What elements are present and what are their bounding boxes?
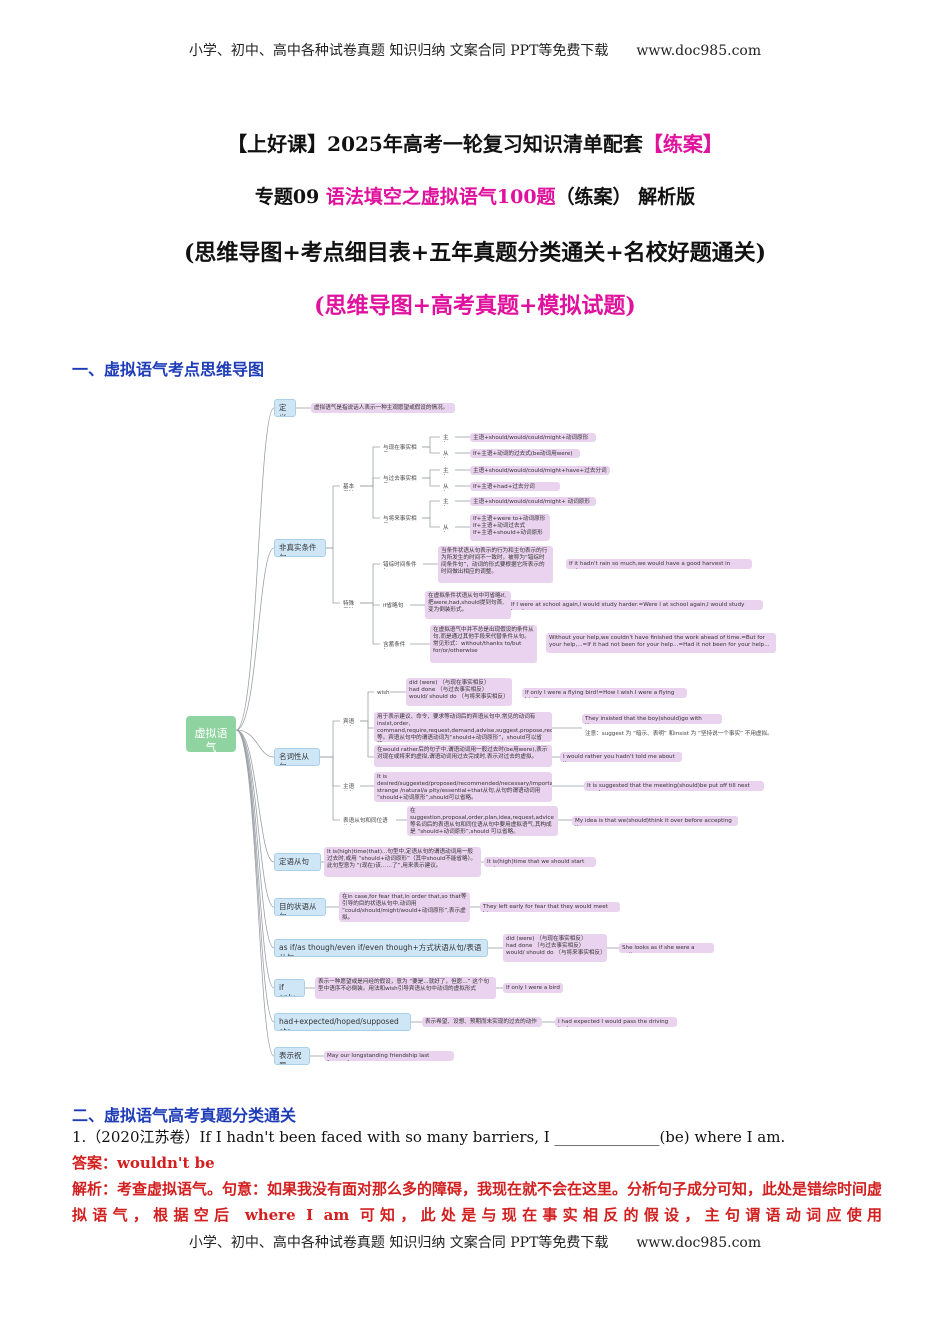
header-site: www.doc985.com xyxy=(636,43,762,59)
mindmap-present: 与现在事实相反 xyxy=(380,443,422,452)
mindmap-example: My idea is that we(should)think it over … xyxy=(572,816,738,826)
mindmap-node-if-only: if only xyxy=(274,979,305,997)
mindmap-description: It is desired/suggested/proposed/recomme… xyxy=(374,772,552,802)
mindmap-root: 虚拟语气 xyxy=(186,716,236,752)
mindmap-formula: If+主语+动词的过去式(be动词用were) xyxy=(470,449,580,458)
mindmap-node-noun-clause: 名词性从句 xyxy=(274,748,320,766)
mindmap-object-clause: 宾语从句 xyxy=(340,717,360,726)
mindmap-example: She looks as if she were a writer. xyxy=(619,943,714,953)
mindmap-node-wishes: 表示祝愿 xyxy=(274,1047,310,1065)
mindmap-example: It is(high)time that we should start out… xyxy=(484,857,596,867)
mindmap-example: If it hadn't rain so much,we would have … xyxy=(566,559,752,569)
mindmap-past: 与过去事实相反 xyxy=(380,474,422,483)
section-heading-exam: 二、虚拟语气高考真题分类通关 xyxy=(72,1106,297,1125)
mindmap-node-unreal-conditional: 非真实条件句 xyxy=(274,539,326,557)
mindmap-note: 注意：suggest 为 “暗示、表明” 和insist 为 “坚持说一个事实”… xyxy=(582,729,782,738)
footer-site: www.doc985.com xyxy=(636,1235,762,1251)
mindmap-main-clause: 主句 xyxy=(440,466,455,475)
title-highlight: 【练案】 xyxy=(642,132,723,156)
mindmap-node-definition: 定义 xyxy=(274,399,296,417)
mindmap-description: 在suggestion,proposal,order,plan,idea,req… xyxy=(407,806,558,836)
mindmap-formula: 主语+should/would/could/might+ 动词原形 xyxy=(470,497,596,506)
mindmap-description: 在would rather后的句子中,谓语动词用一般过去时(be用were),表… xyxy=(374,745,552,767)
title-part: 【上好课】2025年高考一轮复习知识清单配套 xyxy=(227,132,643,156)
page-header: 小学、初中、高中各种试卷真题 知识归纳 文案合同 PPT等免费下载 www.doc… xyxy=(0,40,950,60)
title-part: （练案） 解析版 xyxy=(555,186,696,208)
mindmap-node-purpose: 目的状语从句 xyxy=(274,898,326,916)
mindmap-description: 表示希望、设想、预期而未实现的过去的动作 xyxy=(422,1017,542,1027)
mindmap-definition-text: 虚拟语气是指说话人表示一种主观愿望或假设的情况。 xyxy=(311,403,455,413)
mindmap-description: 在虚拟语气中并不总是出现假设的条件从句,而是通过其他手段来代替条件从句。常见形式… xyxy=(430,625,537,663)
doc-title-line1: 【上好课】2025年高考一轮复习知识清单配套【练案】 xyxy=(0,128,950,157)
mindmap-sub-clause: 从句 xyxy=(440,523,455,532)
mindmap-sub-clause: 从句 xyxy=(440,482,455,491)
mindmap-description: 在in case,for fear that,in order that,so … xyxy=(339,892,470,922)
mindmap-as-if-forms: did (were) （与现在事实相反） had done （与过去事实相反） … xyxy=(503,934,607,962)
analysis-1: 解析：考查虚拟语气。句意：如果我没有面对那么多的障碍，我现在就不会在这里。分析句… xyxy=(72,1180,882,1224)
mindmap-node-as-if: as if/as though/even if/even though+方式状语… xyxy=(274,939,488,957)
mindmap-node-had-expected: had+expected/hoped/supposed etc. xyxy=(274,1013,411,1031)
answer-1: 答案：wouldn't be xyxy=(72,1154,215,1172)
mindmap-example: May our longstanding friendship last for… xyxy=(324,1051,454,1061)
doc-title-line2: 专题09 语法填空之虚拟语气100题（练案） 解析版 xyxy=(0,182,950,209)
mindmap-example: They insisted that the boy(should)go wit… xyxy=(582,714,722,724)
mindmap-main-clause: 主句 xyxy=(440,433,455,442)
mindmap-example: Without your help,we couldn't have finis… xyxy=(546,633,776,653)
doc-title-line3: (思维导图+考点细目表+五年真题分类通关+名校好题通关) xyxy=(183,240,767,266)
footer-text: 小学、初中、高中各种试卷真题 知识归纳 文案合同 PPT等免费下载 xyxy=(188,1235,609,1251)
mindmap-description: It is(high)time(that)...句型中,定语从句的谓语动词用一般… xyxy=(324,847,481,877)
mindmap-example: If only I were a bird xyxy=(503,983,563,993)
mindmap-example: I had expected I would pass the driving … xyxy=(555,1017,677,1027)
mindmap-node-attributive: 定语从句 xyxy=(274,853,321,871)
mindmap-description: 用于表示建议、命令、要求等动词后的宾语从句中,常见的动词有 insist,ord… xyxy=(374,712,552,742)
mindmap-implied-conditional: 含蓄条件句 xyxy=(380,640,410,649)
mindmap-formula: 主语+should/would/could/might+have+过去分词 xyxy=(470,466,610,475)
mindmap-formula: 主语+should/would/could/might+动词原形 xyxy=(470,433,596,442)
mindmap-example: I would rather you hadn't told me about … xyxy=(560,752,682,762)
title-highlight: 语法填空之虚拟语气100题 xyxy=(325,186,556,208)
doc-title-line4: (思维导图+高考真题+模拟试题) xyxy=(314,293,636,319)
mindmap-description: 在虚拟条件状语从句中可省略if,把were,had,should提到句首,变为倒… xyxy=(425,591,511,619)
mindmap-formula: If+主语+had+过去分词 xyxy=(470,482,560,491)
question-1: 1.（2020江苏卷）If I hadn't been faced with s… xyxy=(72,1128,786,1146)
mindmap-mixed-time: 错综时间条件句 xyxy=(380,560,423,569)
mindmap-wish: wish xyxy=(374,688,390,697)
header-text: 小学、初中、高中各种试卷真题 知识归纳 文案合同 PPT等免费下载 xyxy=(188,43,609,59)
mindmap-wish-forms: did (were) （与现在事实相反） had done （与过去事实相反） … xyxy=(406,678,512,706)
page-footer: 小学、初中、高中各种试卷真题 知识归纳 文案合同 PPT等免费下载 www.doc… xyxy=(0,1232,950,1252)
section-heading-mindmap: 一、虚拟语气考点思维导图 xyxy=(72,360,265,379)
mindmap-example: If only I were a flying bird!=How I wish… xyxy=(522,688,687,698)
mindmap-sub-clause: 从句 xyxy=(440,449,455,458)
mindmap-subject-clause: 主语从句 xyxy=(340,782,360,791)
mindmap-main-clause: 主句 xyxy=(440,497,455,506)
mindmap-special-usage: 特殊用法 xyxy=(340,599,360,608)
mindmap-appositive-clause: 表语从句和同位语从句 xyxy=(340,816,396,825)
mindmap-example: They left early for fear that they would… xyxy=(480,902,620,912)
mindmap-future: 与将来事实相反 xyxy=(380,514,422,523)
mindmap-description: 表示一种愿望或是问经的假设，意为 “要是...就好了，但愿...” 这个句型中语… xyxy=(315,977,496,999)
title-part: 专题09 xyxy=(254,186,326,208)
mind-map-connectors xyxy=(235,407,619,1057)
mind-map: 虚拟语气 定义 非真实条件句 名词性从句 定语从句 目的状语从句 as if/a… xyxy=(178,392,798,1072)
mindmap-formula: If+主语+were to+动词原形 If+主语+动词过去式 If+主语+sho… xyxy=(470,514,550,541)
mindmap-if-omission: if省略句 xyxy=(380,601,410,610)
mindmap-description: 当条件状语从句表示的行为和主句表示的行为所发生的时间不一致时，被称为“错综时间条… xyxy=(438,546,553,583)
mindmap-example: If I were at school again,I would study … xyxy=(508,600,763,610)
mindmap-example: It is suggested that the meeting(should)… xyxy=(584,781,764,791)
mindmap-basic-usage: 基本用法 xyxy=(340,482,360,491)
